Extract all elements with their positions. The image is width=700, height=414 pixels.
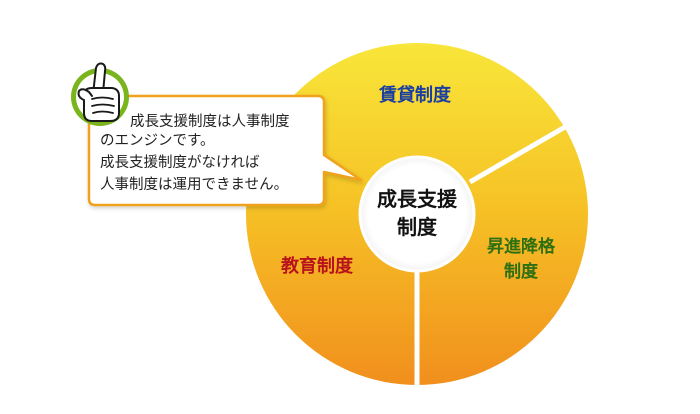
segment-label-wage: 賃貸制度 [378, 84, 452, 106]
pointing-hand-icon [71, 62, 129, 126]
callout-line-2: のエンジンです。 [100, 132, 215, 149]
callout-line-4: 人事制度は運用できません。 [100, 176, 288, 193]
segment-label-promotion-line1: 昇進降格 [487, 236, 556, 257]
callout-line-1: 成長支援制度は人事制度 [130, 113, 290, 130]
segment-label-education: 教育制度 [281, 255, 354, 277]
segment-dividers [414, 124, 567, 387]
center-circle [358, 155, 476, 273]
center-label-line1: 成長支援 [377, 187, 458, 211]
segment-label-promotion-line2: 制度 [504, 261, 539, 282]
center-label-line2: 制度 [397, 215, 438, 239]
callout-line-3: 成長支援制度がなければ [100, 154, 260, 171]
divider-right [468, 124, 567, 185]
